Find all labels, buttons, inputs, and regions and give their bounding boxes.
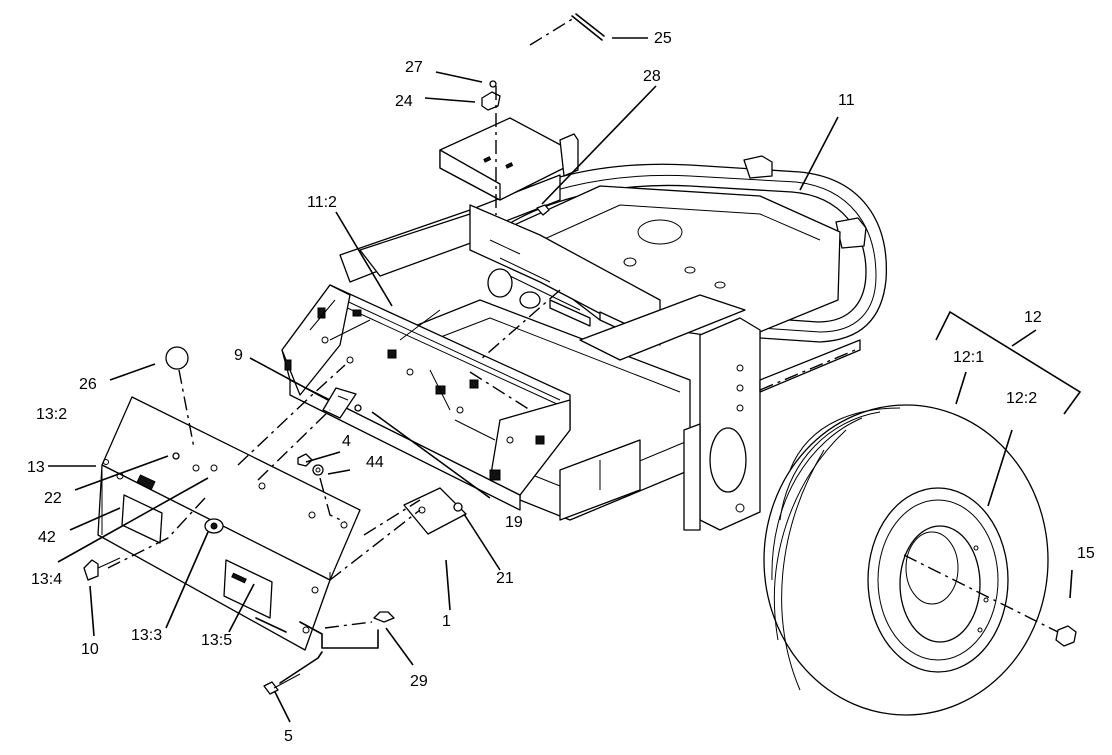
callout-4: 4 (342, 433, 351, 450)
wheel-assembly (763, 404, 1049, 716)
callout-12-2: 12:2 (1006, 390, 1037, 407)
callout-27: 27 (405, 59, 423, 76)
callout-13-3: 13:3 (131, 627, 162, 644)
callout-44: 44 (366, 454, 384, 471)
callout-13: 13 (27, 459, 45, 476)
callout-labels: 25 27 24 28 11 11:2 9 26 13:2 13 22 42 1… (27, 30, 1095, 745)
callout-11-2: 11:2 (307, 194, 337, 211)
callout-15: 15 (1077, 545, 1095, 562)
callout-29: 29 (410, 673, 428, 690)
callout-9: 9 (234, 347, 243, 364)
callout-28: 28 (643, 68, 661, 85)
leader-lines (48, 37, 1082, 723)
callout-24: 24 (395, 93, 413, 110)
callout-25: 25 (654, 30, 672, 47)
console-panel (97, 396, 361, 651)
callout-12-1: 12:1 (953, 349, 984, 366)
callout-19: 19 (505, 514, 523, 531)
callout-13-2: 13:2 (36, 406, 67, 423)
callout-11: 11 (838, 92, 855, 109)
callout-12: 12 (1024, 309, 1042, 326)
callout-10: 10 (81, 641, 99, 658)
callout-5: 5 (284, 728, 293, 745)
centerlines (107, 17, 1059, 684)
callout-13-4: 13:4 (31, 571, 62, 588)
callout-42: 42 (38, 529, 56, 546)
callout-1: 1 (442, 613, 451, 630)
callout-21: 21 (496, 570, 514, 587)
callout-26: 26 (79, 376, 97, 393)
callout-13-5: 13:5 (201, 632, 232, 649)
callout-22: 22 (44, 490, 62, 507)
